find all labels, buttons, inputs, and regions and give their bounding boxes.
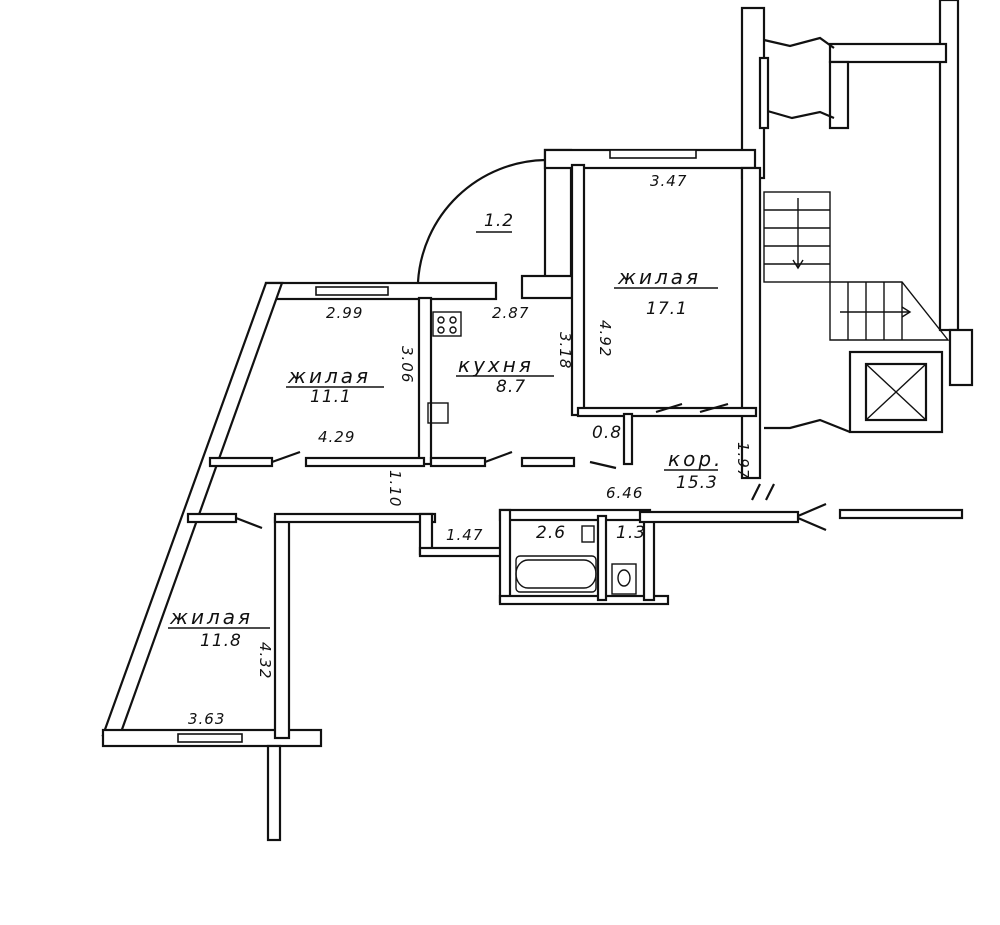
toilet-icon [611,563,637,595]
outer-walls [101,163,762,842]
corridor-length: 6.46 [606,484,643,502]
bathtub-icon [515,555,597,593]
living-mid-area: 11.1 [310,387,352,407]
corridor-passage: 1.10 [386,470,404,507]
corridor-name: кор. [668,447,723,471]
living-small-area: 11.8 [200,631,242,651]
living-mid-top-width: 2.99 [326,304,363,322]
stairs-lower [829,281,950,341]
bathroom-area: 2.6 [536,523,566,543]
living-mid-bottom-width: 4.29 [318,428,355,446]
corridor-niche: 1.47 [446,526,483,544]
kitchen-height: 3.18 [556,332,574,369]
corridor-width: 1.97 [734,442,752,479]
stairwell [740,0,974,434]
stove-icon [432,311,462,337]
vestibule [416,148,757,283]
washbasin-icon [581,525,595,543]
living-big-width: 3.47 [650,172,687,190]
vestibule-area: 1.2 [484,211,514,231]
living-big-length: 4.92 [596,320,614,357]
living-small-width: 3.63 [188,710,225,728]
kitchen-sink-icon [427,402,449,424]
elevator-shaft [848,350,944,434]
living-mid-name: жилая [287,364,371,388]
living-small-name: жилая [169,605,253,629]
kitchen-width: 2.87 [492,304,529,322]
kitchen-name: кухня [458,353,534,377]
living-big-name: жилая [617,265,701,289]
stairs-upper [763,191,831,283]
living-mid-height: 3.06 [398,346,416,383]
partitions [186,296,964,606]
closet-area: 0.8 [592,423,622,443]
room-labels: 1.2 3.47 4.92 жилая 17.1 2.99 3.06 жилая… [169,172,752,728]
living-small-height: 4.32 [256,642,274,679]
kitchen-area: 8.7 [496,377,526,397]
label-underlines [168,231,718,629]
corridor-area: 15.3 [676,473,718,493]
living-big-area: 17.1 [646,299,688,319]
toilet-area: 1.3 [616,523,646,543]
